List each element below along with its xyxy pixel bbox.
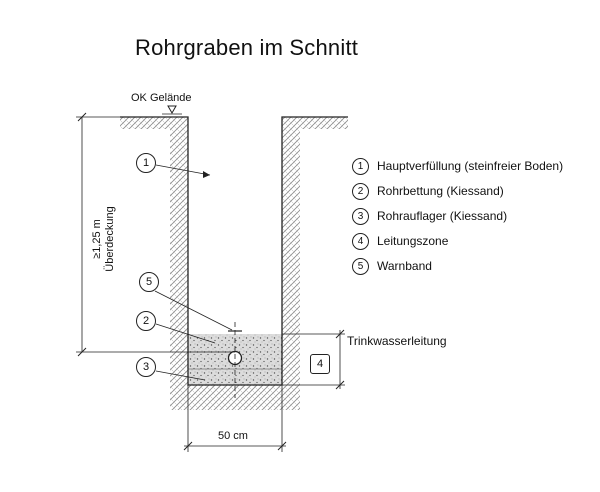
legend-text: Warnband	[377, 259, 432, 273]
legend-number: 3	[352, 207, 369, 225]
surface-label: OK Gelände	[131, 92, 192, 104]
zone-tick-bottom	[335, 380, 345, 390]
legend-number: 2	[352, 182, 369, 200]
leader-5	[154, 290, 233, 331]
callout-5: 5	[139, 272, 159, 292]
leader-2	[155, 323, 216, 344]
leader-1-arrow	[203, 171, 210, 178]
callout-2: 2	[136, 311, 156, 331]
width-tick-right	[277, 441, 287, 451]
pipe-label: Trinkwasserleitung	[347, 334, 447, 348]
legend-number: 5	[352, 257, 369, 275]
legend-item: 3 Rohrauflager (Kiessand)	[352, 203, 563, 229]
trench-outline	[120, 116, 348, 386]
leader-3	[155, 370, 206, 381]
depth-caption: Überdeckung	[104, 206, 116, 272]
legend-item: 4 Leitungszone	[352, 228, 563, 254]
soil-wall-left	[170, 117, 188, 410]
width-label: 50 cm	[218, 430, 248, 442]
callout-1: 1	[136, 153, 156, 173]
legend: 1 Hauptverfüllung (steinfreier Boden) 2 …	[352, 153, 563, 278]
depth-tick-top	[77, 112, 87, 122]
legend-item: 5 Warnband	[352, 253, 563, 279]
zone-tick-top	[335, 329, 345, 339]
soil-wall-right	[282, 117, 300, 410]
leader-1	[155, 164, 211, 176]
depth-label: ≥1,25 m Überdeckung	[91, 179, 117, 299]
legend-text: Rohrauflager (Kiessand)	[377, 209, 508, 223]
legend-number: 1	[352, 157, 369, 175]
callout-4: 4	[310, 354, 330, 374]
depth-value: ≥1,25 m	[91, 219, 103, 259]
legend-item: 1 Hauptverfüllung (steinfreier Boden)	[352, 153, 563, 179]
depth-tick-bottom	[77, 347, 87, 357]
legend-item: 2 Rohrbettung (Kiessand)	[352, 178, 563, 204]
diagram-title: Rohrgraben im Schnitt	[135, 35, 359, 60]
legend-text: Rohrbettung (Kiessand)	[377, 184, 504, 198]
surface-marker-icon	[167, 105, 177, 115]
legend-text: Leitungszone	[377, 234, 449, 248]
legend-text: Hauptverfüllung (steinfreier Boden)	[377, 159, 564, 173]
legend-number: 4	[352, 232, 369, 250]
callout-3: 3	[136, 357, 156, 377]
width-tick-left	[183, 441, 193, 451]
